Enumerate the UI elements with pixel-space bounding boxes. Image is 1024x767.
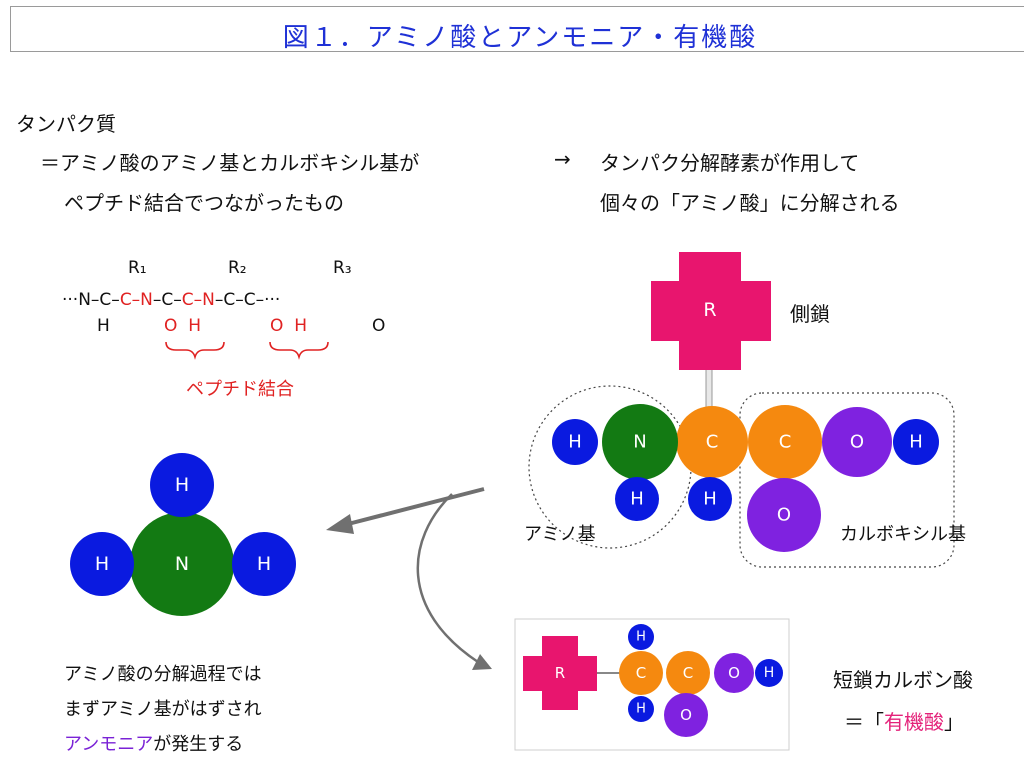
oxygen-atom — [747, 478, 821, 552]
r3-label: R₃ — [333, 258, 352, 278]
organic-side-chain-r-label: R — [555, 664, 565, 682]
organic-hydrogen-atom — [755, 659, 783, 687]
organic-acid-highlight: 有機酸 — [884, 710, 944, 734]
chain-o-right: O — [372, 316, 386, 336]
ammonia-caption-tail: が発生する — [153, 734, 244, 755]
organic-acid-label-line2: ＝「有機酸」 — [844, 706, 964, 735]
atom-label: H — [568, 432, 582, 453]
r2-label: R₂ — [228, 258, 247, 278]
hydrogen-atom — [893, 419, 939, 465]
atom-label: O — [680, 706, 692, 724]
ammonia-arrow-shaft — [347, 487, 485, 526]
organic-carbon-atom — [666, 651, 710, 695]
protein-definition-line1: ＝アミノ酸のアミノ基とカルボキシル基が — [40, 151, 420, 175]
hydrogen-atom — [688, 477, 732, 521]
title-box: 図１．アミノ酸とアンモニア・有機酸 — [10, 6, 1024, 53]
amino-group-label: アミノ基 — [524, 524, 596, 545]
brace-1 — [165, 341, 225, 360]
side-chain-r-label: R — [703, 299, 716, 321]
organic-carbon-atom — [619, 651, 663, 695]
carboxyl-group-outline — [739, 392, 955, 568]
chain-peptide-bond-2: C–N — [181, 290, 215, 310]
side-chain-shape — [651, 252, 771, 370]
organic-hydrogen-atom — [628, 624, 654, 650]
ammonia-highlight: アンモニア — [64, 734, 154, 755]
organic-hydrogen-atom — [628, 696, 654, 722]
atom-label: N — [175, 553, 189, 575]
protein-definition-line2: ペプチド結合でつながったもの — [64, 191, 344, 215]
organic-acid-arrow-curve — [416, 493, 479, 664]
carboxyl-group-label: カルボキシル基 — [840, 524, 966, 545]
atom-label: C — [683, 664, 693, 682]
organic-oxygen-atom — [714, 653, 754, 693]
enzyme-line1: タンパク分解酵素が作用して — [600, 151, 860, 175]
chain-h-left: H — [97, 316, 110, 336]
ammonia-hydrogen-atom — [232, 532, 296, 596]
carbon-carboxyl-atom — [748, 405, 822, 479]
ammonia-nitrogen-atom — [130, 512, 234, 616]
chain-segment: ···N–C– — [62, 290, 120, 310]
chain-segment: –C– — [152, 290, 182, 310]
carbon-alpha-atom — [676, 406, 748, 478]
side-chain-bond — [705, 365, 713, 411]
atom-label: H — [636, 702, 646, 717]
ammonia-caption-line3: アンモニアが発生する — [64, 730, 243, 756]
ammonia-caption-line1: アミノ酸の分解過程では — [64, 664, 262, 685]
organic-side-chain-shape — [523, 636, 597, 710]
chain-peptide-bond-1: C–N — [119, 290, 153, 310]
ammonia-hydrogen-atom — [70, 532, 134, 596]
enzyme-line2: 個々の「アミノ酸」に分解される — [600, 191, 900, 215]
atom-label: O — [728, 664, 740, 682]
protein-heading: タンパク質 — [16, 112, 116, 136]
ammonia-caption-line2: まずアミノ基がはずされ — [64, 699, 262, 720]
atom-label: C — [636, 664, 646, 682]
organic-oxygen-atom — [664, 693, 708, 737]
organic-acid-label-suffix: 」 — [944, 710, 964, 734]
side-chain-label: 側鎖 — [790, 302, 830, 326]
organic-acid-label-prefix: ＝「 — [844, 710, 884, 734]
atom-label: C — [706, 432, 719, 453]
chain-oh-1: O H — [164, 316, 201, 336]
atom-label: C — [779, 432, 792, 453]
chain-segment: –C–C–··· — [214, 290, 281, 310]
enzyme-arrow: → — [554, 147, 571, 171]
atom-label: O — [777, 505, 791, 526]
oxygen-atom — [822, 407, 892, 477]
organic-acid-arrow-head — [472, 654, 492, 670]
atom-label: O — [850, 432, 864, 453]
hydrogen-atom — [552, 419, 598, 465]
hydrogen-atom — [615, 477, 659, 521]
atom-label: H — [909, 432, 923, 453]
ammonia-hydrogen-atom — [150, 453, 214, 517]
brace-2 — [269, 341, 329, 360]
atom-label: H — [630, 489, 644, 510]
atom-label: H — [95, 553, 109, 575]
peptide-chain: ···N–C–C–N–C–C–N–C–C–··· — [62, 290, 280, 310]
peptide-bond-label: ペプチド結合 — [186, 379, 294, 400]
r1-label: R₁ — [128, 258, 147, 278]
ammonia-arrow-head — [326, 514, 354, 534]
atom-label: H — [257, 553, 271, 575]
chain-oh-2: O H — [270, 316, 307, 336]
nitrogen-atom — [602, 404, 678, 480]
atom-label: H — [764, 665, 775, 681]
atom-label: H — [636, 630, 646, 645]
atom-label: N — [633, 432, 646, 453]
atom-label: H — [703, 489, 717, 510]
page-title: 図１．アミノ酸とアンモニア・有機酸 — [282, 23, 758, 53]
organic-acid-label-line1: 短鎖カルボン酸 — [833, 668, 973, 692]
atom-label: H — [175, 474, 189, 496]
